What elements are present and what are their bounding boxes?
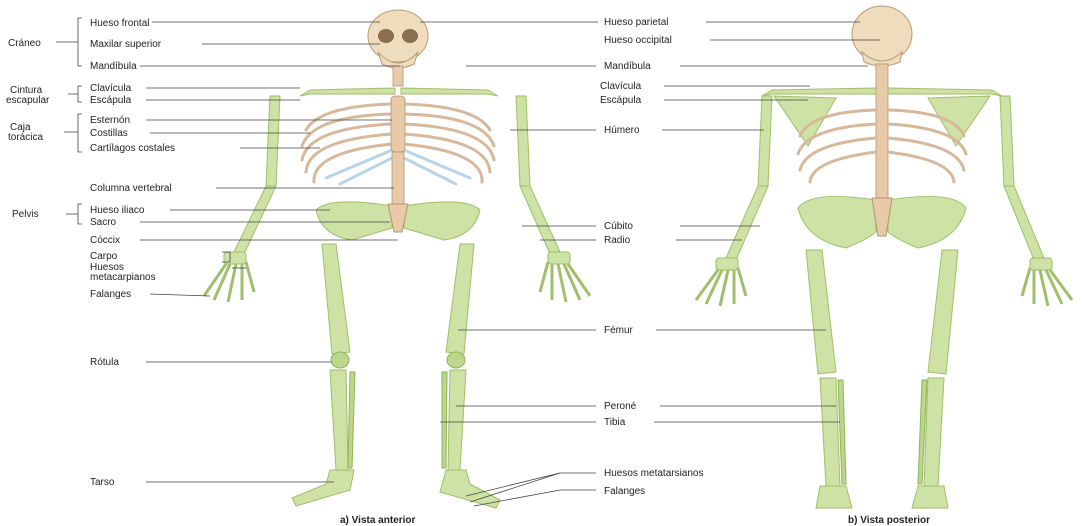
scapula-left: [774, 96, 836, 146]
group-label-caja-2: torácica: [8, 132, 43, 143]
forearm-posterior-right: [1004, 186, 1044, 260]
label-cubito: Cúbito: [604, 221, 633, 232]
forearm-right: [520, 186, 560, 254]
label-rotula: Rótula: [90, 357, 119, 368]
label-femur: Fémur: [604, 325, 634, 336]
patella-left: [331, 352, 349, 368]
label-hueso-iliaco: Hueso iliaco: [90, 205, 145, 216]
label-radio: Radio: [604, 235, 631, 246]
skull-anterior: [368, 10, 428, 62]
label-falanges-pie: Falanges: [604, 486, 645, 497]
label-hueso-frontal: Hueso frontal: [90, 18, 149, 29]
anterior-skeleton: [204, 10, 590, 508]
foot-posterior-left: [816, 486, 852, 508]
iliac-bone-right: [404, 202, 480, 240]
label-sacro: Sacro: [90, 217, 117, 228]
foot-right: [440, 470, 500, 508]
tibia-right: [448, 370, 466, 470]
femur-left: [322, 244, 350, 354]
label-hueso-parietal: Hueso parietal: [604, 17, 668, 28]
label-huesos-metacarpianos-2: metacarpianos: [90, 272, 156, 283]
caption-vista-posterior: b) Vista posterior: [848, 515, 930, 526]
femur-right: [446, 244, 474, 354]
label-clavicula-anterior: Clavícula: [90, 83, 132, 94]
label-costillas: Costillas: [90, 128, 128, 139]
label-mandibula-anterior: Mandíbula: [90, 61, 137, 72]
group-label-pelvis: Pelvis: [12, 209, 39, 220]
hand-posterior-right: [1022, 258, 1072, 306]
group-label-cintura-2: escapular: [6, 95, 50, 106]
pelvis-posterior-right: [888, 196, 966, 248]
skull-posterior: [852, 6, 912, 62]
tibia-posterior-left: [820, 378, 840, 486]
clavicle-posterior-left: [762, 88, 876, 96]
label-esternon: Esternón: [90, 115, 130, 126]
label-cartilagos-costales: Cartílagos costales: [90, 143, 175, 154]
label-clavicula-posterior: Clavícula: [600, 81, 642, 92]
label-tarso: Tarso: [90, 477, 115, 488]
pelvis-posterior-left: [798, 196, 876, 248]
scapula-right: [928, 96, 990, 146]
humerus-posterior-right: [1000, 96, 1014, 186]
label-maxilar-superior: Maxilar superior: [90, 39, 162, 50]
foot-posterior-right: [912, 486, 948, 508]
iliac-bone-left: [316, 202, 392, 240]
label-escapula-anterior: Escápula: [90, 95, 132, 106]
fibula-right: [442, 372, 447, 468]
label-mandibula-posterior: Mandíbula: [604, 61, 651, 72]
femur-posterior-right: [928, 250, 958, 374]
posterior-skeleton: [696, 6, 1072, 508]
group-brackets: [56, 18, 230, 262]
humerus-posterior-left: [758, 96, 772, 186]
femur-posterior-left: [806, 250, 836, 374]
clavicle-right: [401, 88, 498, 96]
fibula-left: [348, 372, 355, 468]
label-coccix: Cóccix: [90, 235, 120, 246]
label-humero: Húmero: [604, 125, 640, 136]
hand-posterior-left: [696, 258, 746, 306]
foot-left: [292, 470, 354, 506]
clavicle-left: [300, 88, 395, 96]
group-label-craneo: Cráneo: [8, 38, 41, 49]
hand-right: [540, 252, 590, 302]
label-falanges-anterior: Falanges: [90, 289, 131, 300]
forearm-posterior-left: [726, 186, 768, 260]
label-columna-vertebral: Columna vertebral: [90, 183, 172, 194]
eye-socket-right: [402, 29, 418, 43]
hand-left: [204, 252, 254, 302]
tibia-left: [330, 370, 348, 470]
label-tibia: Tibia: [604, 417, 626, 428]
humerus-left: [266, 96, 280, 186]
cervical-spine: [393, 66, 403, 86]
label-perone: Peroné: [604, 401, 637, 412]
eye-socket-left: [378, 29, 394, 43]
caption-vista-anterior: a) Vista anterior: [340, 515, 416, 526]
forearm-left: [234, 186, 276, 254]
spine-posterior: [876, 64, 888, 214]
label-huesos-metatarsianos: Huesos metatarsianos: [604, 468, 704, 479]
label-carpo: Carpo: [90, 251, 118, 262]
sternum: [391, 96, 405, 152]
clavicle-posterior-right: [888, 88, 1002, 96]
vertebral-column: [392, 152, 404, 204]
patella-right: [447, 352, 465, 368]
label-escapula-posterior: Escápula: [600, 95, 642, 106]
label-hueso-occipital: Hueso occipital: [604, 35, 672, 46]
tibia-posterior-right: [924, 378, 944, 486]
humerus-right: [516, 96, 530, 186]
